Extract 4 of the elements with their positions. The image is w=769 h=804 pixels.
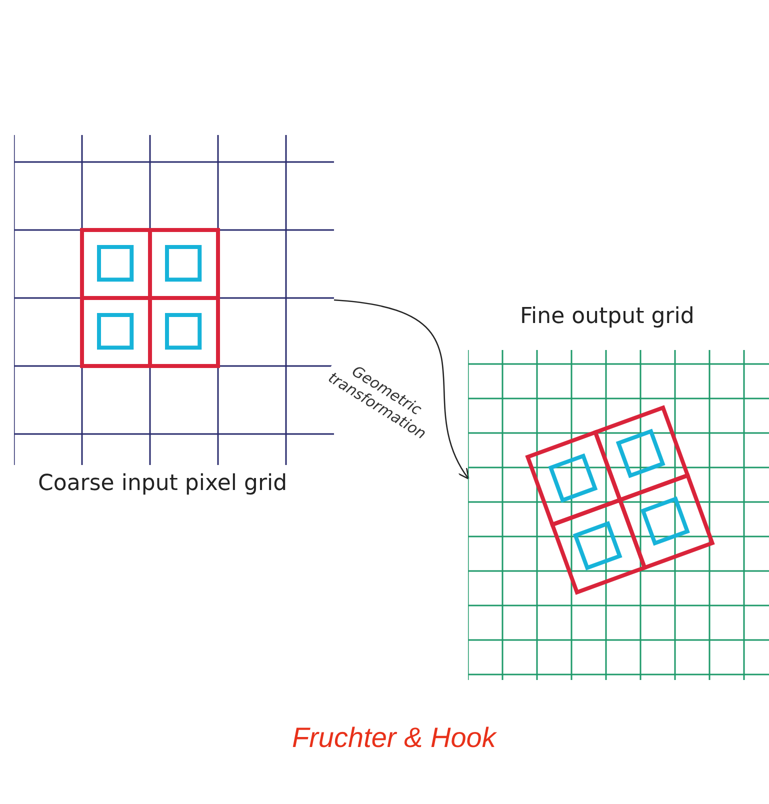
credit-caption: Fruchter & Hook xyxy=(292,722,496,754)
grid-title: Fine output grid xyxy=(520,304,694,329)
grid-title: Coarse input pixel grid xyxy=(38,471,288,496)
curved-arrow xyxy=(334,299,470,480)
